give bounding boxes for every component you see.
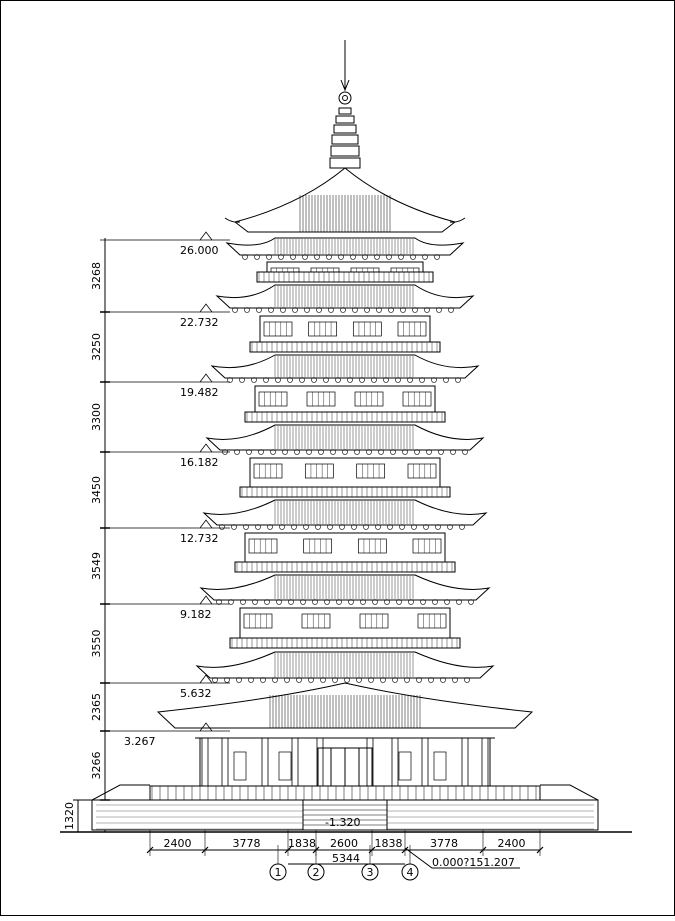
level-mark-label: 26.000	[180, 244, 219, 257]
height-dimension-label: 3266	[90, 752, 103, 780]
tier-3	[217, 285, 473, 352]
level-mark-label: 22.732	[180, 316, 219, 329]
terrace-railing-base	[150, 786, 540, 800]
overall-dimension-label: 5344	[332, 852, 360, 865]
level-mark-label: -1.320	[325, 816, 360, 829]
axis-label: 4	[407, 866, 414, 879]
height-dimension-label: 3549	[90, 552, 103, 580]
height-dimension-label: 3250	[90, 333, 103, 361]
level-mark-label: 16.182	[180, 456, 219, 469]
ground-floor	[92, 683, 598, 830]
level-mark-label: 12.732	[180, 532, 219, 545]
height-dimension-label: 2365	[90, 693, 103, 721]
spire	[330, 40, 360, 168]
tier-6	[204, 500, 486, 572]
tier-8	[197, 652, 493, 683]
bottom-dimension-label: 1838	[288, 837, 316, 850]
bottom-dimension-label: 3778	[233, 837, 261, 850]
level-mark-label: 9.182	[180, 608, 212, 621]
pagoda-tiers	[197, 238, 493, 683]
height-dimension-label: 3450	[90, 476, 103, 504]
axis-label: 1	[275, 866, 282, 879]
height-dimension-label: 1320	[63, 802, 76, 830]
bottom-dimension-label: 1838	[375, 837, 403, 850]
tier-4	[212, 355, 478, 422]
bottom-dimension-label: 2600	[330, 837, 358, 850]
datum-level-label: 0.000?151.207	[432, 856, 515, 869]
axis-label: 2	[313, 866, 320, 879]
level-mark-label: 19.482	[180, 386, 219, 399]
height-dimension-label: 3300	[90, 403, 103, 431]
top-roof	[225, 168, 465, 232]
tier-2	[227, 238, 463, 282]
bottom-dimension-label: 3778	[430, 837, 458, 850]
bottom-dimension-label: 2400	[498, 837, 526, 850]
tier-5	[207, 425, 483, 497]
tier-7	[201, 575, 489, 648]
bottom-dimension-label: 2400	[164, 837, 192, 850]
level-mark-label: 5.632	[180, 687, 212, 700]
height-dimension-label: 3268	[90, 262, 103, 290]
level-mark-label: 3.267	[124, 735, 156, 748]
height-dimension-label: 3550	[90, 630, 103, 658]
axis-label: 3	[367, 866, 374, 879]
